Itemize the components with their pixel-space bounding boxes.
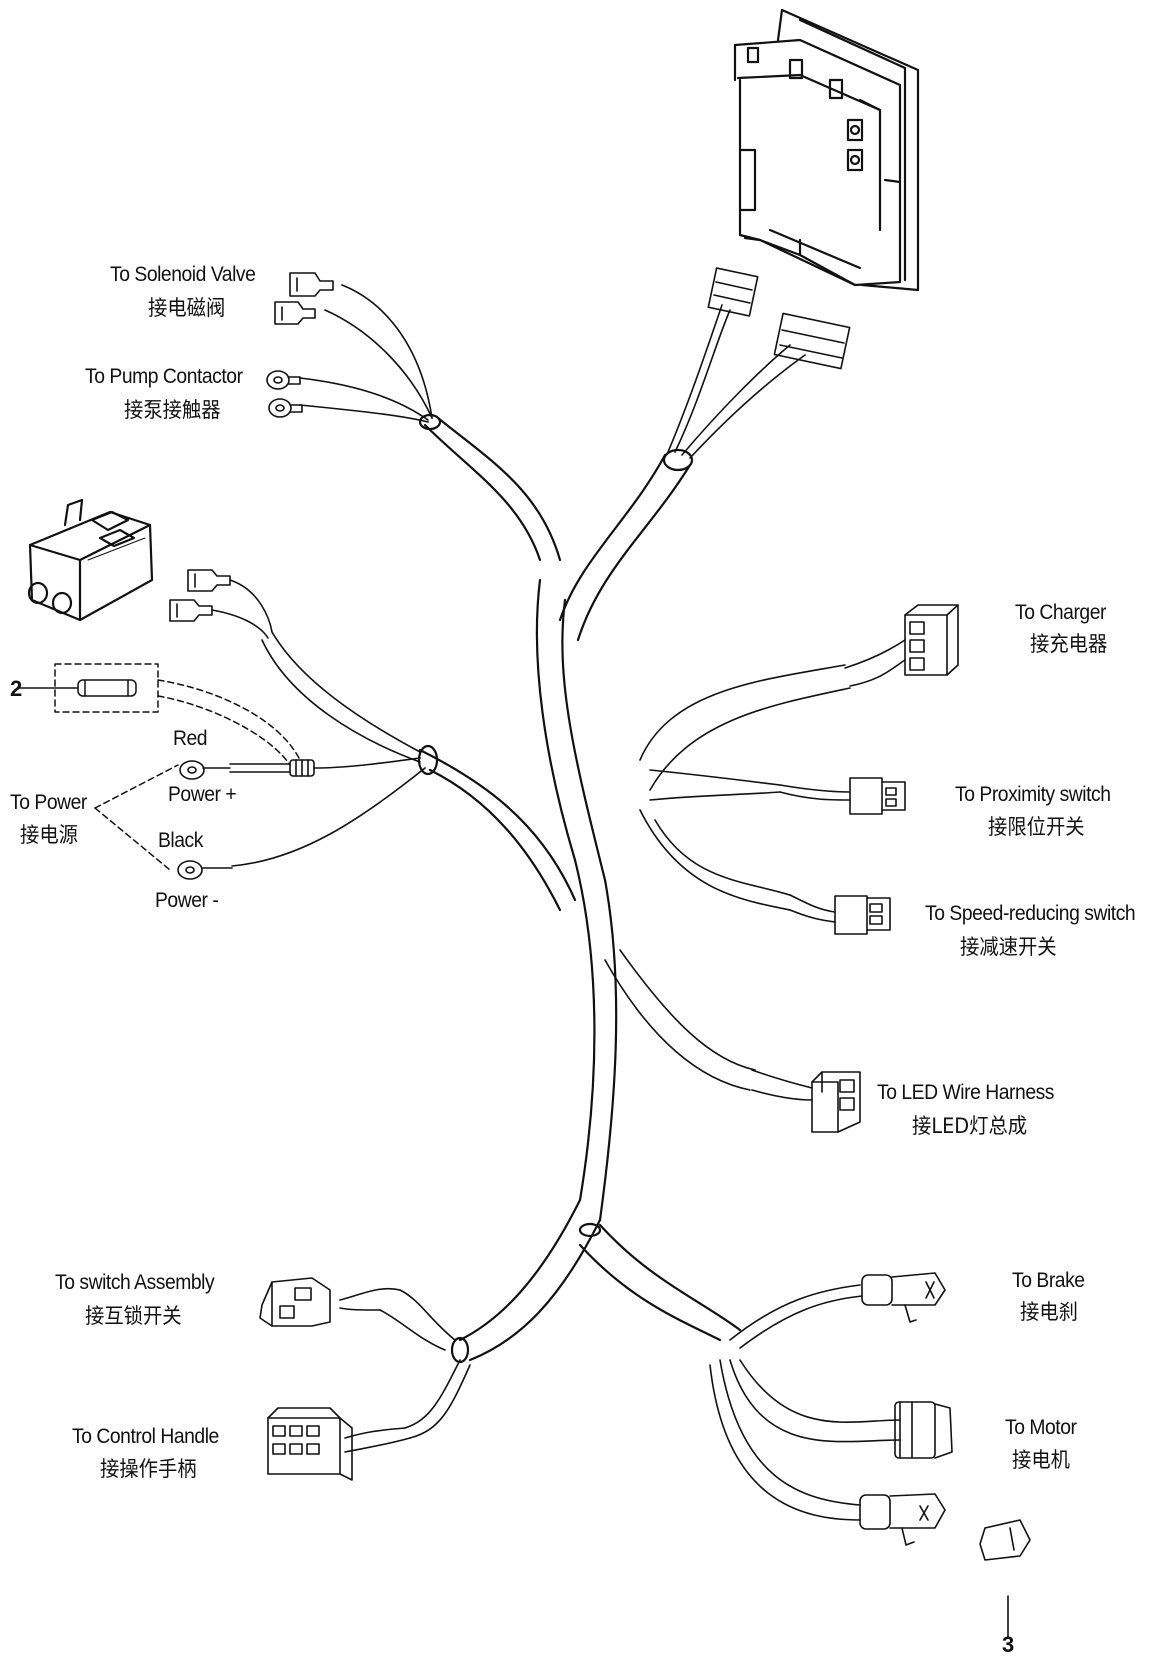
power-spade-wires [169,569,421,763]
brake-connector [861,1272,946,1323]
charger-branch [639,604,959,791]
fuse-detail [17,663,301,766]
led-connector [811,1071,861,1133]
speed-label-zh: 接减速开关 [960,935,1057,959]
power-label-zh: 接电源 [20,823,78,847]
switch-label-zh: 接互锁开关 [85,1304,182,1328]
brake-branch [729,1272,946,1349]
solenoid-terminal-2 [274,301,316,325]
power-label-en: To Power [10,791,87,814]
proximity-label-en: To Proximity switch [955,783,1111,806]
plug-connector [859,1493,946,1546]
switch-branch [259,1277,456,1351]
solenoid-label-en: To Solenoid Valve [110,263,256,286]
proximity-branch [649,769,906,815]
motor-label-zh: 接电机 [1012,1448,1070,1472]
pump-terminal-2 [268,398,303,418]
led-branch [604,949,861,1133]
motor-branch [729,1359,953,1459]
black-label: Black [158,829,203,852]
led-label-zh: 接LED灯总成 [912,1114,1028,1138]
handle-label-en: To Control Handle [72,1425,219,1448]
power-plus-label: Power + [168,783,237,806]
proximity-connector [849,777,906,815]
fuse-callout: 2 [10,676,23,701]
solenoid-label-zh: 接电磁阀 [148,296,226,320]
loose-plug [979,1519,1031,1639]
power-bracket [94,764,179,871]
power-spade-2 [169,599,213,622]
pump-label-en: To Pump Contactor [85,365,243,388]
power-minus-label: Power - [155,889,219,912]
controller [733,8,920,292]
proximity-label-zh: 接限位开关 [988,815,1085,839]
charger-label-en: To Charger [1015,601,1106,624]
controller-wires [667,267,851,459]
speed-label-en: To Speed-reducing switch [925,902,1136,925]
power-spade-1 [187,569,231,592]
charger-connector [904,604,959,676]
power-positive-wire [179,757,421,780]
controller-connector-large [773,312,851,370]
led-label-en: To LED Wire Harness [877,1081,1054,1104]
handle-branch [267,1359,471,1481]
solenoid-wires [266,272,433,423]
speed-connector [834,895,891,935]
power-negative-wire [177,767,426,880]
handle-label-zh: 接操作手柄 [100,1457,197,1481]
pump-terminal-1 [266,370,301,390]
contactor [27,498,154,622]
brake-label-zh: 接电刹 [1020,1300,1078,1324]
motor-connector [894,1401,953,1459]
speed-branch [639,809,891,935]
charger-label-zh: 接充电器 [1030,632,1108,656]
motor-label-en: To Motor [1005,1416,1077,1439]
switch-label-en: To switch Assembly [55,1271,215,1294]
solenoid-terminal-1 [289,272,334,297]
red-label: Red [173,727,208,750]
brake-label-en: To Brake [1012,1269,1085,1292]
switch-connector [259,1277,331,1327]
main-trunk [417,413,742,1364]
plug-branch [709,1359,946,1546]
plug-callout: 3 [1002,1632,1015,1657]
controller-connector-small [707,267,759,317]
handle-connector [267,1407,353,1481]
pump-label-zh: 接泵接触器 [124,398,221,422]
